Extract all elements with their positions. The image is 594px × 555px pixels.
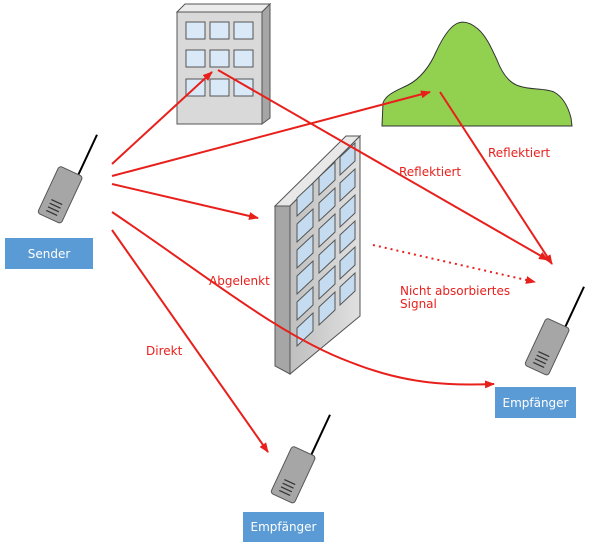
label-reflected-hill: Reflektiert xyxy=(488,146,551,160)
radio-device-icon xyxy=(270,414,331,504)
arrow-not-absorbed xyxy=(372,244,536,284)
sender-label: Sender xyxy=(5,238,93,269)
receiver-right-label: Empfänger xyxy=(495,387,576,418)
arrow-building-reflected xyxy=(217,69,549,261)
label-not-absorbed-line1: Nicht absorbiertes xyxy=(400,284,511,298)
label-direct: Direkt xyxy=(146,344,183,358)
label-reflected-building: Reflektiert xyxy=(399,165,462,179)
arrow-hill-reflected xyxy=(439,91,553,265)
arrow-deflected xyxy=(111,211,495,389)
arrow-direct xyxy=(111,229,269,453)
arrow-to-hill xyxy=(111,90,431,177)
arrow-to-building xyxy=(111,71,213,165)
radio-device-icon xyxy=(37,134,98,224)
building-icon xyxy=(175,2,272,125)
arrow-to-wall xyxy=(111,183,259,220)
label-not-absorbed-line2: Signal xyxy=(400,297,437,311)
wall-icon xyxy=(273,134,362,376)
label-deflected: Abgelenkt xyxy=(209,274,270,288)
hill-icon xyxy=(381,21,573,127)
receiver-bottom-label: Empfänger xyxy=(243,512,324,542)
radio-device-icon xyxy=(524,286,585,376)
